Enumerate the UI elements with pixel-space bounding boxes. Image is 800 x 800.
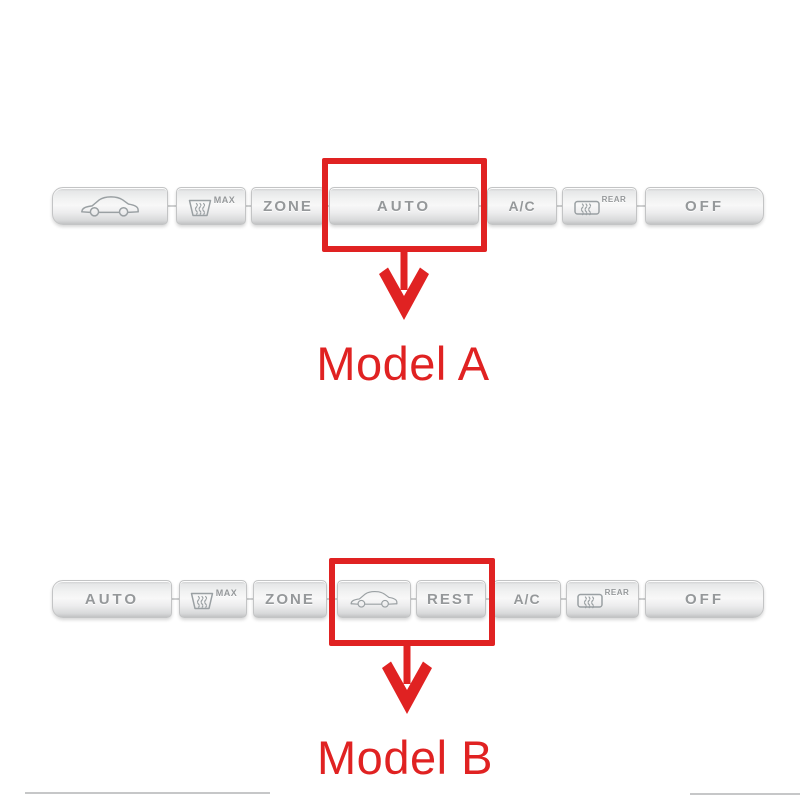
rear-label: REAR <box>604 588 630 597</box>
button-recirculation <box>337 580 411 618</box>
model-b-label: Model B <box>317 731 493 784</box>
cropped-button-edge-left <box>25 792 270 794</box>
rear-defrost-icon <box>573 200 600 216</box>
off-label: OFF <box>685 590 724 608</box>
cropped-button-edge-right <box>690 793 800 795</box>
down-arrow-model-a <box>379 250 429 320</box>
rear-label: REAR <box>601 195 627 204</box>
highlight-box-model-b <box>329 558 495 646</box>
max-label: MAX <box>215 588 238 598</box>
zone-label: ZONE <box>265 590 315 608</box>
auto-label: AUTO <box>84 590 140 608</box>
zone-label: ZONE <box>263 197 313 215</box>
windshield-defrost-icon <box>188 199 211 217</box>
button-off: OFF <box>645 187 764 225</box>
windshield-defrost-icon <box>190 592 213 610</box>
button-auto: AUTO <box>329 187 479 225</box>
button-strip-model-b: AUTO MAX ZONE REST A/C REAR OFF <box>52 580 764 618</box>
off-label: OFF <box>685 197 724 215</box>
button-off: OFF <box>645 580 764 618</box>
button-defrost-max: MAX <box>176 187 246 225</box>
rest-label: REST <box>426 590 475 608</box>
ac-label: A/C <box>508 198 536 214</box>
button-defrost-max: MAX <box>179 580 247 618</box>
button-ac: A/C <box>487 187 557 225</box>
button-auto: AUTO <box>52 580 172 618</box>
rear-defrost-icon <box>576 593 603 609</box>
button-ac: A/C <box>493 580 561 618</box>
button-strip-model-a: MAX ZONE AUTO A/C REAR OFF <box>52 187 764 225</box>
button-zone: ZONE <box>253 580 327 618</box>
down-arrow-model-b <box>382 644 432 714</box>
button-rest: REST <box>416 580 486 618</box>
max-label: MAX <box>213 195 236 205</box>
model-a-label: Model A <box>316 337 490 390</box>
button-zone: ZONE <box>251 187 325 225</box>
button-recirculation <box>52 187 168 225</box>
highlight-box-model-a <box>322 158 487 252</box>
ac-label: A/C <box>513 591 541 607</box>
car-icon <box>81 196 139 217</box>
button-rear-defrost: REAR <box>566 580 639 618</box>
auto-label: AUTO <box>376 197 432 215</box>
button-rear-defrost: REAR <box>562 187 637 225</box>
